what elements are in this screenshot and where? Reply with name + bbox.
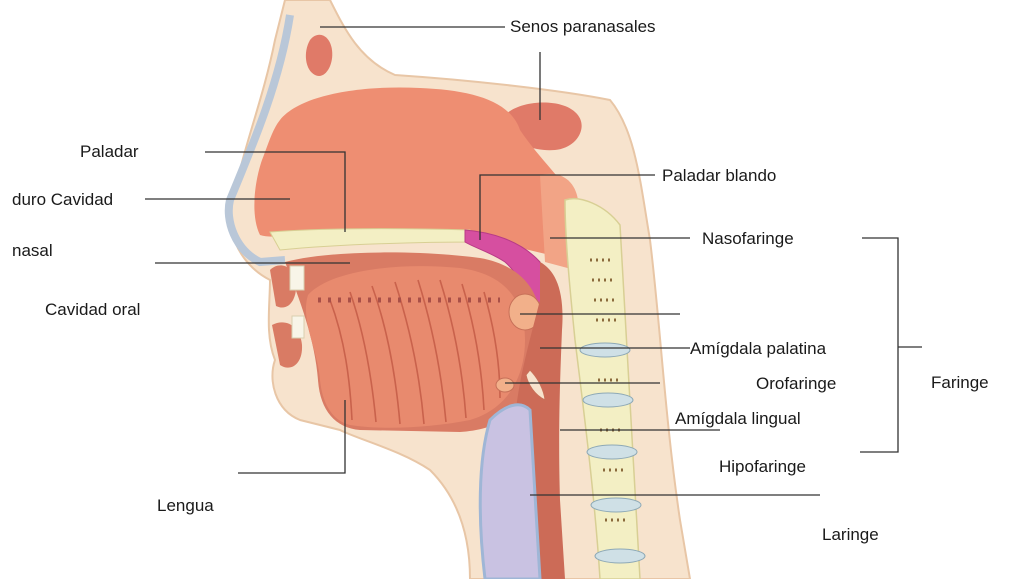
vertebral-disc-5 xyxy=(595,549,645,563)
vertebral-disc-2 xyxy=(583,393,633,407)
label-paladar: Paladar xyxy=(80,143,139,160)
label-orofaringe: Orofaringe xyxy=(756,375,836,392)
label-paladar-blando: Paladar blando xyxy=(662,167,776,184)
vertebral-disc-3 xyxy=(587,445,637,459)
lingual-tonsil xyxy=(496,378,514,392)
label-amigdala-lingual: Amígdala lingual xyxy=(675,410,801,427)
label-duro-cavidad: duro Cavidad xyxy=(12,191,113,208)
label-hipofaringe: Hipofaringe xyxy=(719,458,806,475)
label-nasal: nasal xyxy=(12,242,53,259)
vertebral-disc-4 xyxy=(591,498,641,512)
label-nasofaringe: Nasofaringe xyxy=(702,230,794,247)
label-senos-paranasales: Senos paranasales xyxy=(510,18,656,35)
label-faringe: Faringe xyxy=(931,374,989,391)
label-cavidad-oral: Cavidad oral xyxy=(45,301,140,318)
label-laringe: Laringe xyxy=(822,526,879,543)
tongue xyxy=(306,266,525,428)
vertebral-disc-1 xyxy=(580,343,630,357)
larynx-trachea xyxy=(480,405,540,579)
faringe-bracket xyxy=(860,238,922,452)
label-lengua: Lengua xyxy=(157,497,214,514)
label-amigdala-palatina: Amígdala palatina xyxy=(690,340,826,357)
